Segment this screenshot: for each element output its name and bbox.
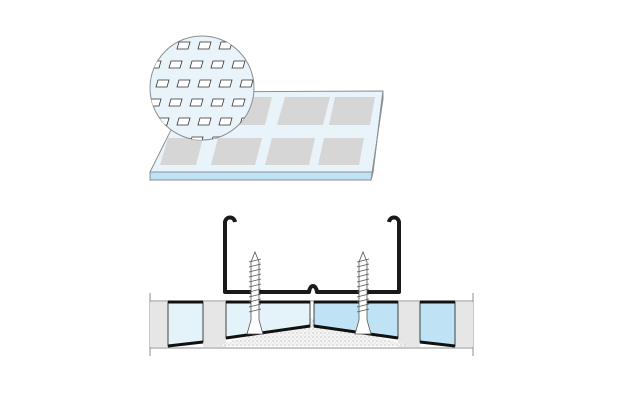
- perforation-hole: [189, 60, 204, 69]
- studs: [150, 302, 473, 347]
- perforation-hole: [239, 79, 254, 88]
- steel-channel: [223, 215, 401, 294]
- joint-compound: [215, 318, 410, 346]
- perforation-hole: [189, 98, 204, 107]
- perforation-hole: [150, 60, 162, 69]
- perforation-hole: [197, 41, 212, 50]
- perforation-hole: [189, 136, 204, 140]
- perforation-hole: [261, 42, 274, 49]
- perforation-hole: [231, 60, 246, 69]
- perforation-hole: [155, 117, 170, 126]
- perforation-hole: [261, 80, 274, 87]
- perforation-hole: [155, 79, 170, 88]
- perforation-hole: [176, 41, 191, 50]
- perforation-hole: [231, 98, 246, 107]
- perforation-hole: [210, 60, 225, 69]
- perforation-hole: [282, 80, 295, 87]
- perforation-hole: [210, 98, 225, 107]
- perforation-hole: [155, 41, 170, 50]
- perforation-hole: [150, 136, 162, 140]
- perforation-hole: [176, 79, 191, 88]
- perforation-hole: [150, 98, 162, 107]
- perforation-hole: [218, 79, 233, 88]
- ceiling-section: [149, 215, 474, 356]
- perforation-hole: [239, 41, 254, 50]
- perforated-board: [149, 35, 384, 181]
- perforation-hole: [197, 117, 212, 126]
- perforation-hole: [282, 42, 295, 49]
- perforation-hole: [218, 41, 233, 50]
- perforation-hole: [168, 60, 183, 69]
- perforation-hole: [252, 60, 254, 69]
- board-edge: [149, 171, 374, 181]
- perforation-hole: [197, 79, 212, 88]
- perforation-hole: [168, 98, 183, 107]
- perforation-hole: [274, 61, 287, 68]
- drywall-screw-icon: [246, 250, 264, 335]
- perforation-hole: [176, 117, 191, 126]
- perforation-hole: [218, 117, 233, 126]
- drywall-screw-icon: [354, 250, 372, 335]
- gray-tiles: [160, 97, 375, 165]
